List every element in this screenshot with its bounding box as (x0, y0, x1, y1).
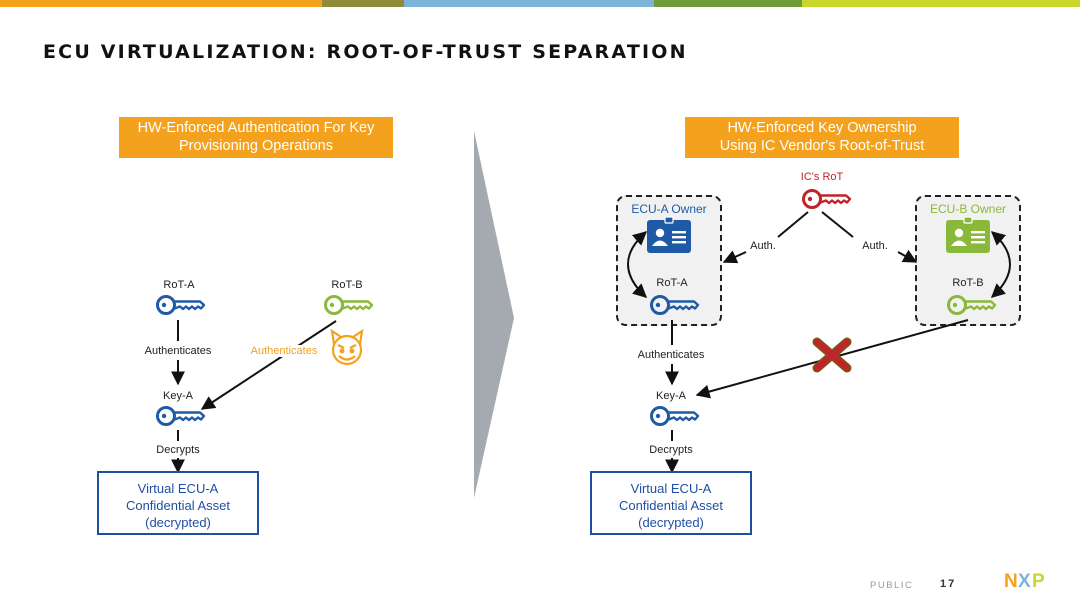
key-icon (324, 295, 374, 315)
decrypts-label: Decrypts (156, 444, 200, 456)
color-bar-segment (654, 0, 802, 7)
ecu-a-owner-label: ECU-A Owner (631, 202, 707, 216)
ownership-curve-arrow (990, 231, 1011, 298)
ecu-b-owner-label: ECU-B Owner (929, 202, 1007, 216)
ic-rot-label: IC's RoT (800, 171, 844, 183)
rot-b-label: RoT-B (331, 279, 363, 291)
svg-text:N: N (1004, 571, 1018, 590)
svg-text:X: X (1018, 571, 1031, 590)
auth-arrow-left (777, 211, 809, 238)
left-banner: HW-Enforced Authentication For Key Provi… (119, 117, 393, 158)
left-banner-line2: Provisioning Operations (179, 138, 333, 154)
color-bar-segment (0, 0, 322, 7)
asset-line2: Confidential Asset (618, 498, 724, 513)
auth-right-label: Auth. (862, 240, 888, 252)
id-card-icon (647, 216, 691, 253)
authenticates-label: Authenticates (144, 345, 212, 357)
authenticates-label: Authenticates (637, 349, 705, 361)
page-title: ECU VIRTUALIZATION: ROOT-OF-TRUST SEPARA… (43, 41, 688, 63)
top-color-bar (0, 0, 1080, 7)
key-icon (947, 295, 997, 315)
auth-arrow-right (821, 211, 854, 238)
asset-line3: (decrypted) (638, 515, 704, 530)
color-bar-segment (322, 0, 404, 7)
rot-a-label: RoT-A (656, 277, 688, 289)
id-card-icon (946, 216, 990, 253)
key-a-label: Key-A (163, 390, 193, 402)
key-icon (650, 406, 700, 426)
page-number: 17 (940, 578, 957, 590)
asset-line1: Virtual ECU-A (137, 481, 219, 496)
auth-arrow-right (897, 249, 918, 263)
color-bar-segment (802, 0, 1080, 7)
key-icon (802, 189, 852, 209)
cross-icon (812, 337, 852, 373)
right-banner-line2: Using IC Vendor's Root-of-Trust (719, 138, 925, 154)
key-a-label: Key-A (656, 390, 686, 402)
svg-text:P: P (1032, 571, 1045, 590)
attacker-authenticates-label: Authenticates (248, 345, 320, 357)
key-icon (156, 406, 206, 426)
auth-left-label: Auth. (750, 240, 776, 252)
key-icon (156, 295, 206, 315)
classification-label: PUBLIC (870, 580, 914, 591)
right-confidential-asset-box: Virtual ECU-A Confidential Asset (decryp… (590, 471, 752, 535)
chevron-arrow-icon (474, 131, 514, 498)
auth-arrow-left (722, 250, 747, 264)
devil-face-icon (330, 328, 364, 366)
rot-a-label: RoT-A (163, 279, 195, 291)
asset-line1: Virtual ECU-A (630, 481, 712, 496)
attacker-arrow (200, 320, 337, 410)
left-banner-line1: HW-Enforced Authentication For Key (137, 120, 375, 136)
right-banner: HW-Enforced Key Ownership Using IC Vendo… (685, 117, 959, 158)
color-bar-segment (404, 0, 654, 7)
asset-line2: Confidential Asset (125, 498, 231, 513)
key-icon (650, 295, 700, 315)
nxp-logo: N X P (1004, 571, 1045, 590)
right-banner-line1: HW-Enforced Key Ownership (727, 120, 917, 136)
ownership-curve-arrow (627, 231, 648, 298)
decrypts-label: Decrypts (649, 444, 693, 456)
rot-b-label: RoT-B (952, 277, 984, 289)
asset-line3: (decrypted) (145, 515, 211, 530)
left-confidential-asset-box: Virtual ECU-A Confidential Asset (decryp… (97, 471, 259, 535)
